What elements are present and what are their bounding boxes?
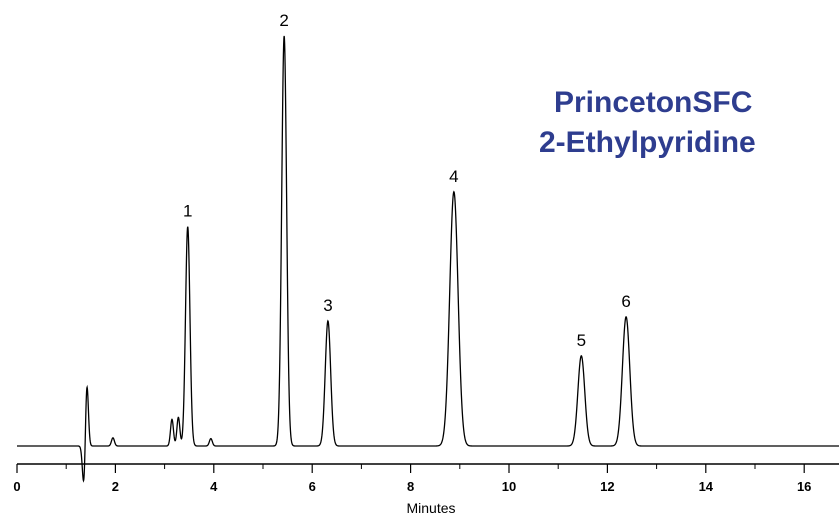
peak-label-2: 2 (279, 11, 288, 30)
x-tick-label-6: 6 (309, 479, 316, 494)
x-tick-label-8: 8 (407, 479, 414, 494)
x-tick-label-0: 0 (13, 479, 20, 494)
x-axis-title: Minutes (406, 500, 455, 516)
peak-label-5: 5 (577, 331, 586, 350)
chart-title-line-1: PrincetonSFC (554, 86, 752, 119)
peak-label-3: 3 (323, 296, 332, 315)
peak-label-4: 4 (449, 167, 458, 186)
chromatogram-trace (17, 35, 839, 483)
x-tick-label-2: 2 (112, 479, 119, 494)
chart-title-line-2: 2-Ethylpyridine (539, 126, 756, 159)
peak-label-1: 1 (183, 202, 192, 221)
x-tick-label-12: 12 (600, 479, 614, 494)
peak-label-6: 6 (621, 292, 630, 311)
x-tick-label-14: 14 (699, 479, 714, 494)
x-tick-label-4: 4 (210, 479, 218, 494)
x-tick-label-10: 10 (502, 479, 516, 494)
x-tick-label-16: 16 (797, 479, 811, 494)
